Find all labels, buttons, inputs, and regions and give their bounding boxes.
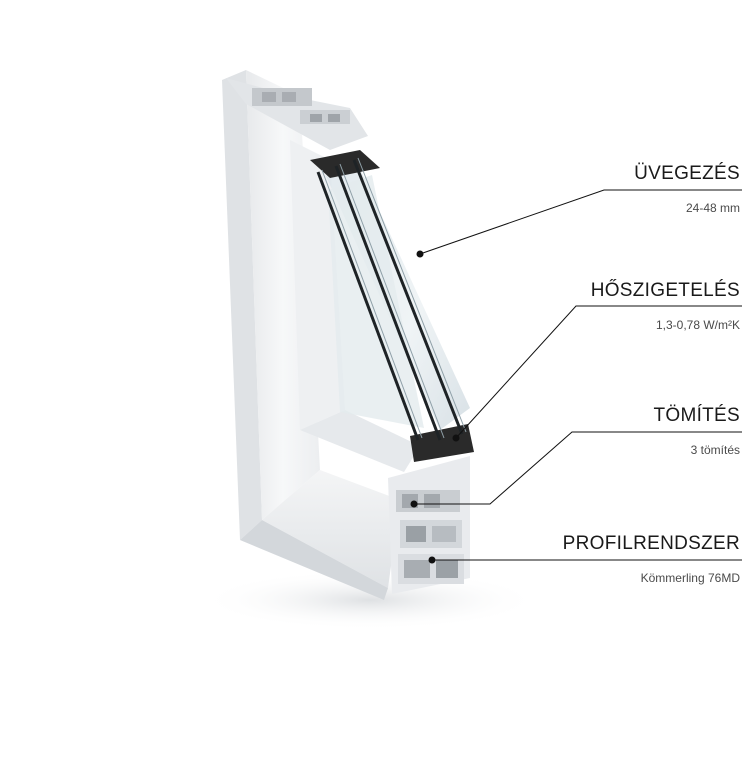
spacer-bottom bbox=[410, 424, 474, 462]
glass-edge-2b bbox=[339, 163, 445, 439]
callout-dot-profilrendszer bbox=[428, 556, 436, 564]
glass-edge-3b bbox=[357, 157, 467, 433]
spacer-top bbox=[310, 150, 380, 178]
callout-line-hoszigeteles bbox=[455, 305, 742, 439]
callout-dot-hoszigeteles bbox=[452, 434, 460, 442]
sash-bottom bbox=[300, 410, 420, 472]
label-hoszigeteles-sub: 1,3-0,78 W/m²K bbox=[655, 318, 740, 332]
frame-bottom-underside bbox=[240, 520, 388, 600]
frame-front-bottom bbox=[262, 470, 400, 588]
frame-left-side bbox=[222, 70, 262, 540]
glass-edge-1b bbox=[321, 169, 423, 439]
callout-lines bbox=[414, 189, 742, 561]
label-uvegezes-sub: 24-48 mm bbox=[685, 201, 740, 215]
callout-dot-uvegezes bbox=[416, 250, 424, 258]
glass-edge-1 bbox=[316, 171, 420, 441]
callout-dot-tomites bbox=[410, 500, 418, 508]
label-tomites-sub: 3 tömítés bbox=[690, 443, 740, 457]
label-profilrendszer-title: PROFILRENDSZER bbox=[562, 533, 740, 554]
callout-line-uvegezes bbox=[419, 189, 742, 255]
glass-edge-3 bbox=[352, 159, 464, 435]
label-uvegezes-title: ÜVEGEZÉS bbox=[634, 163, 740, 184]
callout-dots bbox=[410, 250, 460, 564]
label-tomites-title: TÖMÍTÉS bbox=[653, 405, 740, 426]
callout-line-tomites bbox=[414, 431, 742, 505]
label-hoszigeteles-title: HŐSZIGETELÉS bbox=[590, 280, 740, 301]
floor-shadow bbox=[200, 570, 540, 630]
glass-edge-2 bbox=[334, 165, 442, 441]
profile-cross-section-bottom bbox=[388, 456, 470, 594]
label-profilrendszer-sub: Kömmerling 76MD bbox=[640, 571, 740, 585]
profile-cross-section-top bbox=[226, 78, 368, 150]
glass-area-face bbox=[328, 175, 424, 428]
